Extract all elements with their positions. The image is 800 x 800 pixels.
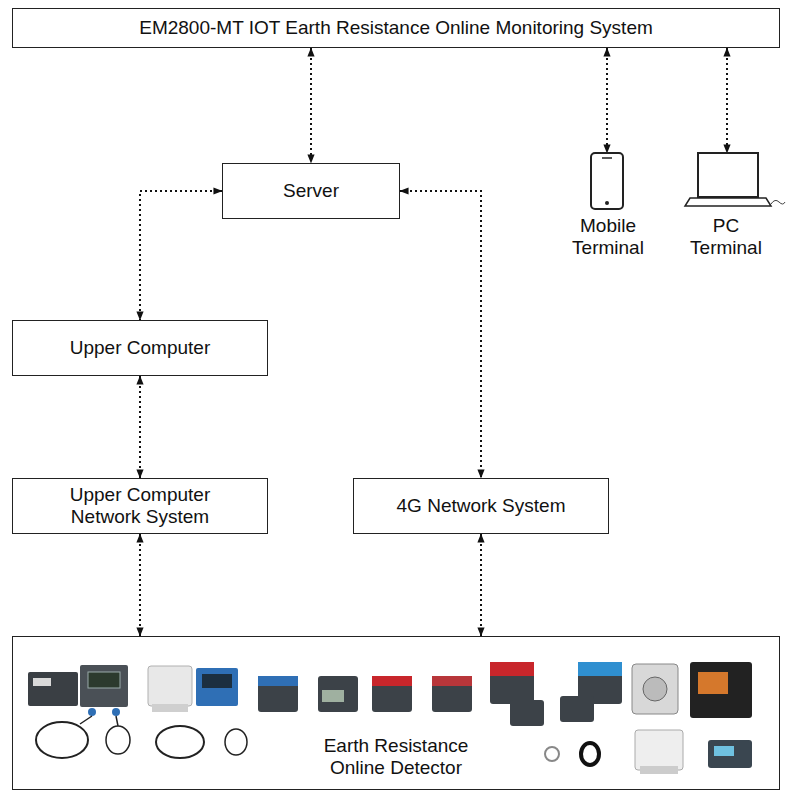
laptop-base — [685, 198, 771, 206]
device-base — [152, 704, 188, 712]
dotted-connector — [139, 534, 141, 636]
clamp-top — [258, 676, 298, 686]
clamp-meter — [490, 662, 534, 704]
network-box: 4G Network System — [353, 478, 609, 534]
dotted-connector — [480, 534, 482, 636]
clamp-top — [372, 676, 412, 686]
dotted-connector — [140, 191, 222, 320]
device-body — [28, 672, 78, 706]
clamp-meter — [578, 662, 622, 704]
dotted-connector — [310, 48, 312, 163]
laptop-cord — [771, 200, 785, 204]
clamp-meter — [318, 676, 358, 712]
device-display — [714, 746, 734, 756]
dotted-connector — [400, 191, 481, 478]
clamp-meter — [432, 676, 472, 712]
device-connector — [88, 708, 96, 716]
device-body — [196, 668, 238, 706]
device-label — [33, 678, 51, 686]
device-display — [88, 672, 120, 688]
system-box: EM2800-MT IOT Earth Resistance Online Mo… — [12, 8, 780, 48]
server-box: Server — [222, 163, 400, 219]
instrument-screen — [698, 672, 728, 694]
dotted-connector — [606, 48, 608, 153]
computer-box: Upper Computer — [12, 320, 268, 376]
node-text: Server — [283, 180, 339, 202]
phone-button — [605, 201, 609, 205]
clamp-meter — [258, 676, 298, 712]
clamp-meter — [510, 700, 544, 726]
clamp-display — [322, 690, 344, 702]
phone-speaker — [602, 157, 612, 159]
mobile-terminal: Mobile Terminal — [560, 153, 656, 259]
node-text: Upper Computer — [70, 337, 210, 359]
node-text: EM2800-MT IOT Earth Resistance Online Mo… — [139, 17, 653, 39]
cable-coil — [106, 726, 130, 754]
device-body — [635, 730, 683, 770]
clamp-top — [578, 662, 622, 676]
instrument-case — [690, 662, 752, 718]
clamp-top — [432, 676, 472, 686]
node-text: Upper Computer Network System — [55, 484, 225, 528]
device-connector — [112, 708, 120, 716]
node-text: PC Terminal — [685, 215, 767, 259]
cable — [80, 716, 118, 726]
clamp-meter — [372, 676, 412, 712]
network-box: Upper Computer Network System — [12, 478, 268, 534]
device-body — [708, 740, 752, 768]
cable-coil — [225, 729, 247, 755]
laptop-screen — [698, 153, 758, 197]
dotted-connector — [139, 376, 141, 478]
device-body — [632, 664, 678, 714]
pc-terminal: PC Terminal — [672, 153, 780, 259]
node-text: Mobile Terminal — [560, 215, 656, 259]
phone-icon — [591, 153, 623, 209]
flex-coil — [581, 743, 599, 765]
node-text: 4G Network System — [397, 495, 566, 517]
device-dial — [643, 677, 667, 701]
current-sensor — [545, 747, 559, 761]
dotted-connector — [726, 48, 728, 153]
detector-band: Earth Resistance Online Detector — [12, 636, 780, 790]
cable-coil — [36, 722, 88, 758]
device-body — [148, 666, 192, 706]
device-display — [202, 674, 232, 688]
device-body — [80, 665, 128, 707]
cable-coil — [156, 726, 204, 758]
clamp-top — [490, 662, 534, 676]
device-base — [640, 766, 678, 774]
node-text: Earth Resistance Online Detector — [296, 735, 496, 779]
clamp-meter — [560, 696, 594, 722]
